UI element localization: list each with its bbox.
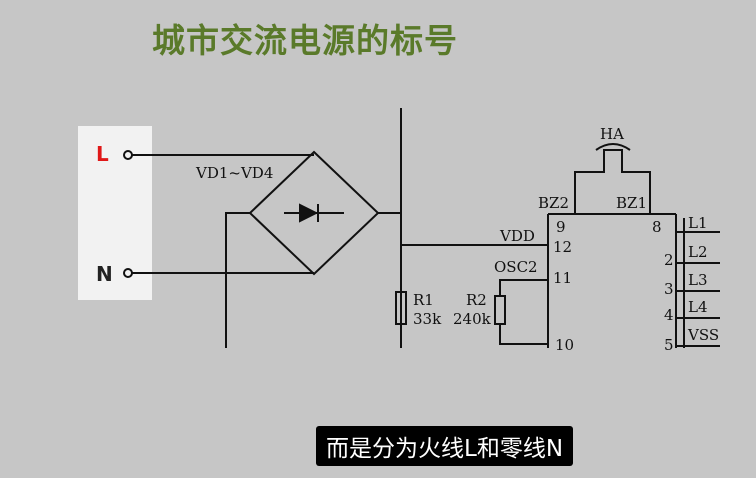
pin-bz2-num: 9 — [556, 218, 566, 236]
page-title: 城市交流电源的标号 — [152, 21, 458, 60]
neutral-terminal-circle — [123, 268, 133, 278]
buzzer-dome — [595, 143, 631, 151]
live-terminal-circle — [123, 150, 133, 160]
buzzer-body — [603, 149, 623, 162]
bz2-lead — [574, 162, 605, 214]
pin-bz2-name: BZ2 — [538, 194, 569, 212]
pin-vss-num: 5 — [664, 336, 674, 354]
r1-name: R1 — [413, 291, 434, 309]
r2-resistor — [494, 295, 506, 325]
r1-value: 33k — [413, 310, 442, 328]
r1-resistor — [395, 291, 407, 325]
pin-bz1-name: BZ1 — [616, 194, 647, 212]
pin-l4-num: 4 — [664, 306, 674, 324]
osc2-wire — [499, 279, 548, 296]
bridge-label: VD1~VD4 — [195, 164, 273, 182]
pin-l3-num: 3 — [664, 280, 674, 298]
live-terminal-label: L — [96, 142, 109, 166]
pin-vdd-name: VDD — [499, 227, 535, 245]
r2-name: R2 — [466, 291, 487, 309]
bz1-lead — [621, 162, 651, 214]
pin-osc2-num: 11 — [553, 269, 572, 287]
pin-l2-name: L2 — [688, 243, 708, 261]
pin-l1-name: L1 — [688, 214, 708, 232]
buzzer-label: HA — [600, 125, 624, 143]
pin-l4-name: L4 — [688, 298, 708, 316]
r2-bottom-wire — [499, 324, 548, 345]
diode-symbol — [299, 203, 319, 223]
video-subtitle: 而是分为火线L和零线N — [316, 426, 574, 466]
neutral-terminal-label: N — [96, 262, 113, 286]
pin-vdd-num: 12 — [553, 238, 572, 256]
pin-vss-name: VSS — [687, 326, 719, 344]
pin-10-num: 10 — [555, 336, 574, 354]
pin-l3-name: L3 — [688, 271, 708, 289]
r2-value: 240k — [453, 310, 492, 328]
pin-osc2-name: OSC2 — [494, 258, 538, 276]
bridge-rectifier — [248, 150, 380, 276]
pin-l2-num: 2 — [664, 251, 674, 269]
pin-bz1-num: 8 — [652, 218, 662, 236]
bridge-negative-wire — [225, 212, 250, 348]
